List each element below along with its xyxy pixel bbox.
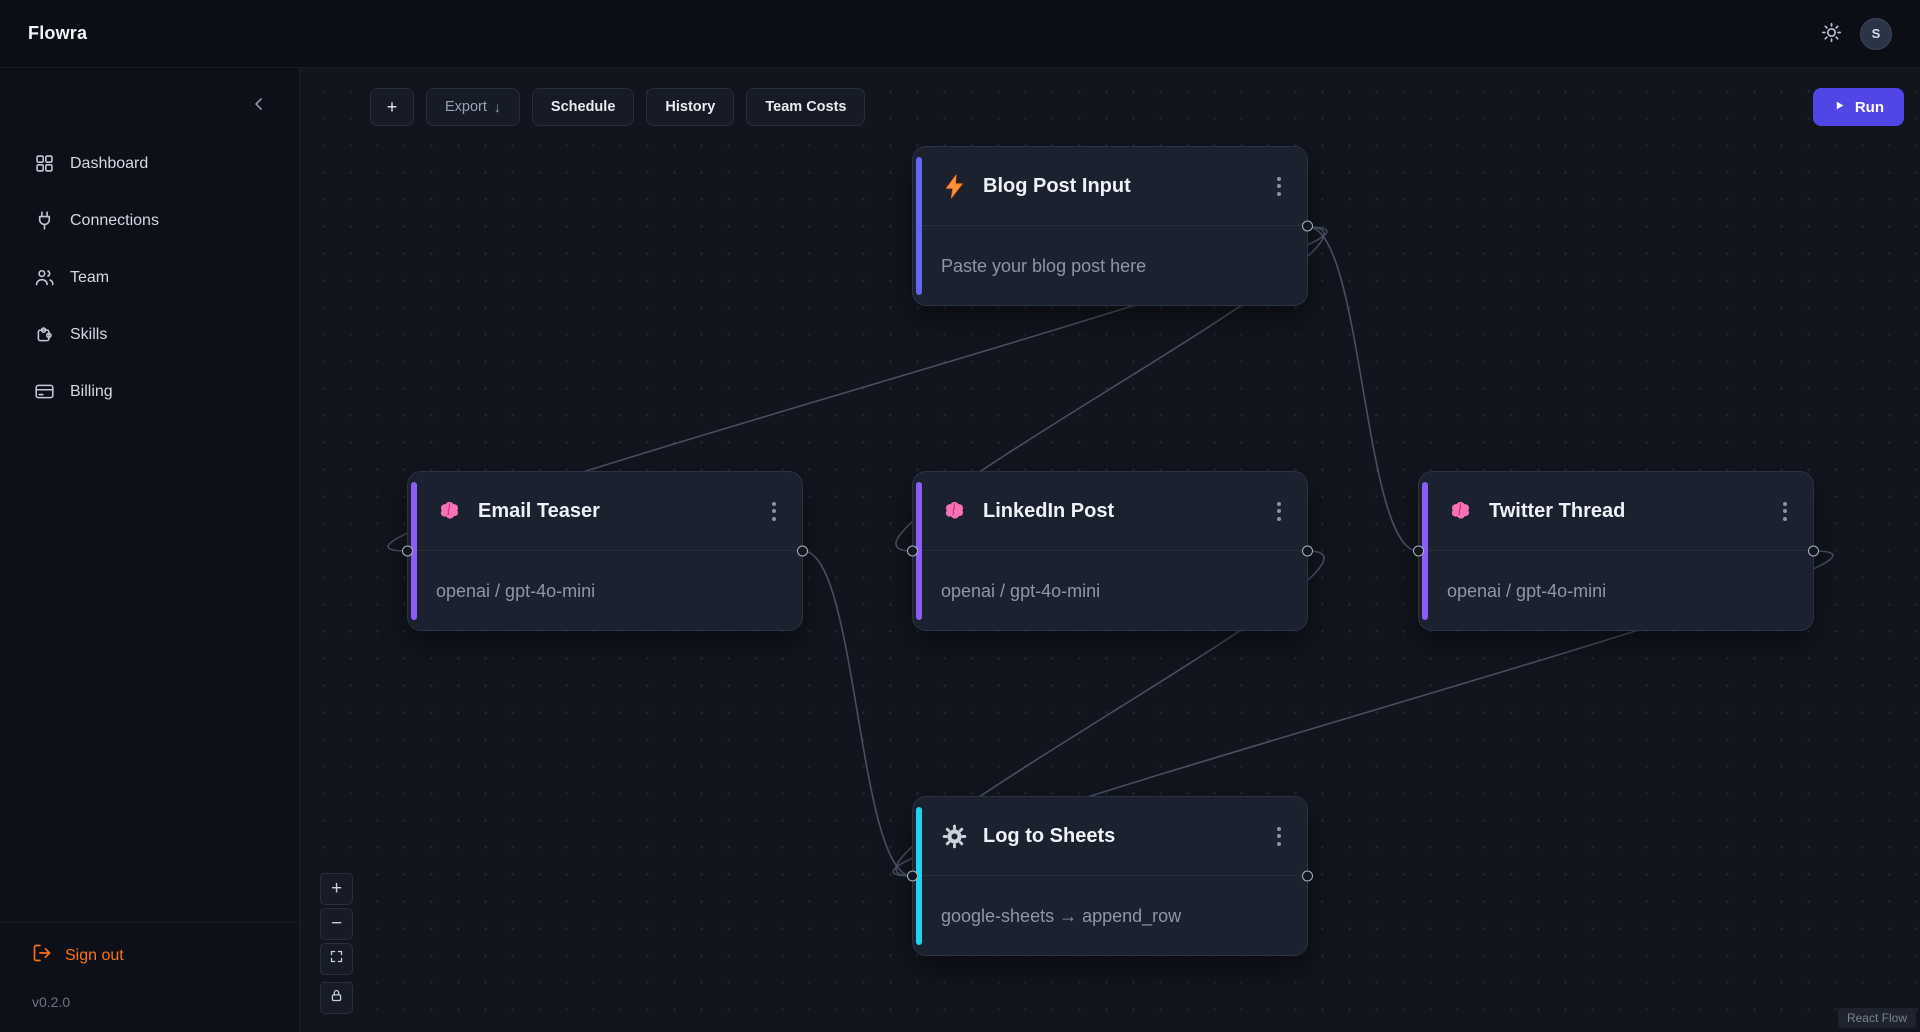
node-subtitle: google-sheets → append_row	[941, 906, 1182, 926]
lock-icon	[329, 987, 344, 1009]
node-linkedin-post[interactable]: LinkedIn Post openai / gpt-4o-mini	[907, 471, 1313, 632]
sign-out-label: Sign out	[65, 946, 124, 964]
node-accent-bar	[916, 157, 922, 295]
node-email-teaser[interactable]: Email Teaser openai / gpt-4o-mini	[402, 471, 808, 632]
node-title: LinkedIn Post	[983, 499, 1115, 522]
brain-icon	[436, 498, 463, 525]
node-header: LinkedIn Post	[913, 472, 1307, 550]
edge-blog-to-twitter[interactable]	[1307, 226, 1419, 552]
node-header: Twitter Thread	[1419, 472, 1813, 550]
team-costs-button[interactable]: Team Costs	[746, 88, 866, 126]
credit-card-icon	[34, 381, 55, 402]
node-menu-button[interactable]	[1271, 171, 1287, 202]
sidebar-item-label: Connections	[70, 211, 159, 229]
node-title: Log to Sheets	[983, 824, 1116, 847]
sidebar-item-connections[interactable]: Connections	[24, 200, 275, 241]
lock-button[interactable]	[320, 982, 353, 1014]
avatar[interactable]: S	[1860, 17, 1892, 50]
node-menu-button[interactable]	[766, 496, 782, 527]
sidebar-item-billing[interactable]: Billing	[24, 371, 275, 412]
node-header: Email Teaser	[408, 472, 802, 550]
sidebar-item-label: Dashboard	[70, 154, 149, 172]
sidebar: Dashboard Connections	[0, 68, 300, 1032]
node-body: openai / gpt-4o-mini	[913, 550, 1307, 632]
flow-canvas[interactable]: + Export ↓ Schedule History Team Costs R…	[300, 68, 1920, 1032]
node-blog-post-input[interactable]: Blog Post Input Paste your blog post her…	[912, 146, 1313, 307]
plug-icon	[34, 210, 55, 231]
node-menu-button[interactable]	[1777, 496, 1793, 527]
schedule-button[interactable]: Schedule	[531, 88, 635, 126]
node-body: openai / gpt-4o-mini	[1419, 550, 1813, 632]
node-title: Twitter Thread	[1489, 499, 1626, 522]
node-menu-button[interactable]	[1271, 496, 1287, 527]
sidebar-item-label: Billing	[70, 382, 113, 400]
zoom-out-button[interactable]: −	[320, 908, 353, 940]
brain-icon	[941, 498, 968, 525]
dashboard-grid-icon	[34, 153, 55, 174]
canvas-controls: + −	[320, 873, 353, 1014]
topbar: Flowra S	[0, 0, 1920, 68]
sidebar-nav: Dashboard Connections	[0, 143, 299, 412]
node-body: openai / gpt-4o-mini	[408, 550, 802, 632]
sun-icon	[1821, 22, 1842, 46]
node-log-to-sheets[interactable]: Log to Sheets google-sheets → append_row	[907, 796, 1313, 957]
node-header: Blog Post Input	[913, 147, 1307, 225]
node-title: Email Teaser	[478, 499, 600, 522]
run-label: Run	[1854, 98, 1884, 116]
sidebar-item-dashboard[interactable]: Dashboard	[24, 143, 275, 184]
output-handle[interactable]	[1808, 545, 1819, 557]
sign-out-button[interactable]: Sign out	[32, 943, 267, 968]
avatar-initial: S	[1871, 26, 1881, 41]
node-subtitle: openai / gpt-4o-mini	[1447, 581, 1607, 601]
lightning-icon	[941, 173, 968, 200]
brand-logo: Flowra	[28, 23, 88, 43]
sidebar-item-skills[interactable]: Skills	[24, 314, 275, 355]
history-button[interactable]: History	[646, 88, 735, 126]
download-arrow-icon: ↓	[493, 99, 501, 115]
topbar-actions: S	[1821, 17, 1892, 50]
gear-icon	[941, 823, 968, 850]
app-version: v0.2.0	[32, 994, 71, 1010]
sidebar-item-label: Team	[70, 268, 110, 286]
logout-icon	[32, 943, 52, 968]
sidebar-footer: Sign out v0.2.0	[0, 922, 299, 1032]
add-node-button[interactable]: +	[370, 88, 414, 126]
chevron-left-icon	[249, 98, 269, 117]
users-icon	[34, 267, 55, 288]
puzzle-icon	[34, 324, 55, 345]
sidebar-item-label: Skills	[70, 325, 108, 343]
node-body: google-sheets → append_row	[913, 875, 1307, 957]
node-header: Log to Sheets	[913, 797, 1307, 875]
node-subtitle: Paste your blog post here	[941, 256, 1147, 276]
brain-icon	[1447, 498, 1474, 525]
output-handle[interactable]	[1302, 545, 1313, 557]
sidebar-collapse-button[interactable]	[249, 94, 269, 117]
main-area: Dashboard Connections	[0, 68, 1920, 1032]
run-button[interactable]: Run	[1812, 88, 1904, 126]
fit-view-button[interactable]	[320, 943, 353, 975]
theme-toggle-button[interactable]	[1821, 22, 1842, 46]
input-handle[interactable]	[402, 545, 413, 557]
fit-view-icon	[329, 948, 344, 970]
edge-email-to-log[interactable]	[802, 550, 913, 877]
output-handle[interactable]	[1302, 220, 1313, 232]
sidebar-item-team[interactable]: Team	[24, 257, 275, 298]
canvas-toolbar: + Export ↓ Schedule History Team Costs	[370, 88, 866, 126]
input-handle[interactable]	[1413, 545, 1424, 557]
output-handle[interactable]	[797, 545, 808, 557]
input-handle[interactable]	[907, 545, 918, 557]
node-title: Blog Post Input	[983, 174, 1131, 197]
export-label: Export	[445, 99, 487, 115]
input-handle[interactable]	[907, 870, 918, 882]
node-twitter-thread[interactable]: Twitter Thread openai / gpt-4o-mini	[1413, 471, 1819, 632]
reactflow-attribution: React Flow	[1837, 1008, 1916, 1028]
node-body: Paste your blog post here	[913, 225, 1307, 307]
node-subtitle: openai / gpt-4o-mini	[941, 581, 1101, 601]
play-icon	[1833, 99, 1846, 116]
node-subtitle: openai / gpt-4o-mini	[436, 581, 596, 601]
output-handle[interactable]	[1302, 870, 1313, 882]
export-button[interactable]: Export ↓	[426, 88, 520, 126]
zoom-in-button[interactable]: +	[320, 873, 353, 905]
node-menu-button[interactable]	[1271, 821, 1287, 852]
